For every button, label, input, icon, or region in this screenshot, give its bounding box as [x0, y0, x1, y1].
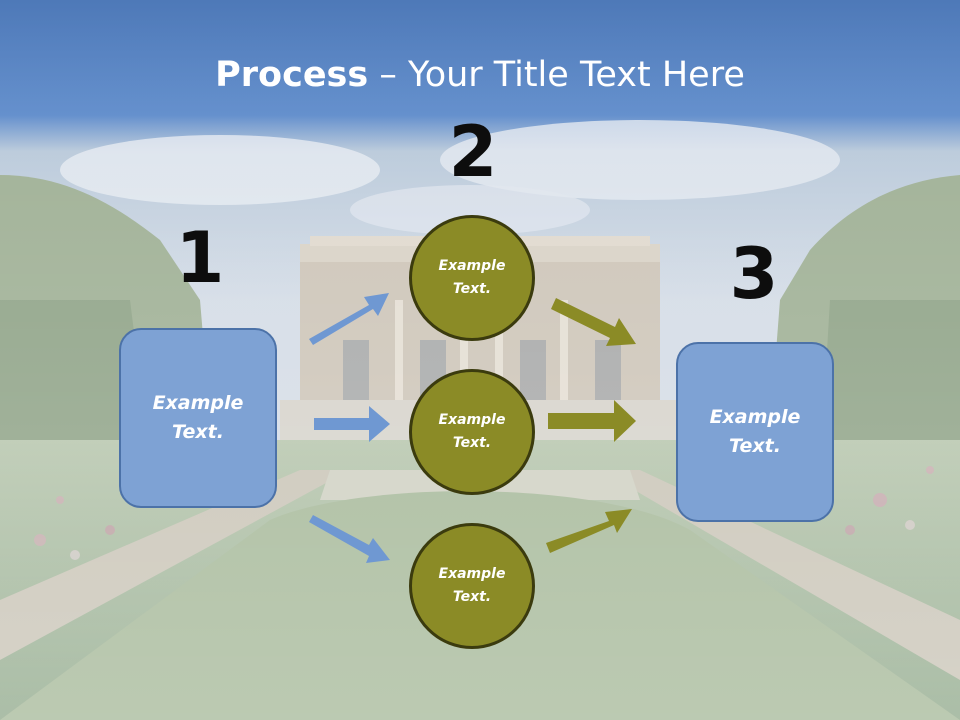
- circle-bottom-line2: Text.: [452, 589, 492, 605]
- title-rest: – Your Title Text Here: [368, 55, 745, 95]
- circle-bottom-line1: Example: [438, 566, 506, 582]
- arrow-right-middle-olive: [548, 400, 636, 442]
- step-number-3: 3: [729, 233, 779, 315]
- circle-top-line2: Text.: [452, 281, 492, 297]
- title-bold: Process: [215, 55, 369, 95]
- step-3-text-line1: Example: [709, 406, 801, 428]
- step-1-box: Example Text.: [119, 328, 277, 508]
- circle-middle-text: Example Text.: [439, 409, 506, 455]
- step-3-text-line2: Text.: [729, 435, 781, 457]
- step-3-box: Example Text.: [676, 342, 834, 522]
- step-number-1: 1: [175, 217, 225, 299]
- step-2-circle-middle: Example Text.: [409, 369, 535, 495]
- arrow-down-right-top: [551, 298, 636, 346]
- step-1-text-line1: Example: [152, 392, 244, 414]
- step-number-2: 2: [448, 111, 498, 193]
- olive-arrows: [546, 298, 636, 553]
- circle-top-line1: Example: [438, 258, 506, 274]
- step-1-box-text: Example Text.: [153, 389, 244, 447]
- arrow-down-right: [309, 515, 390, 563]
- arrow-up-right-bottom: [546, 509, 632, 553]
- arrow-up-right: [309, 293, 389, 345]
- blue-arrows: [309, 293, 390, 563]
- step-1-text-line2: Text.: [172, 421, 224, 443]
- step-3-box-text: Example Text.: [710, 403, 801, 461]
- circle-bottom-text: Example Text.: [439, 563, 506, 609]
- slide-title: Process – Your Title Text Here: [0, 52, 960, 98]
- step-2-circle-bottom: Example Text.: [409, 523, 535, 649]
- circle-middle-line2: Text.: [452, 435, 492, 451]
- circle-top-text: Example Text.: [439, 255, 506, 301]
- step-2-circle-top: Example Text.: [409, 215, 535, 341]
- arrow-right-middle: [314, 406, 390, 442]
- circle-middle-line1: Example: [438, 412, 506, 428]
